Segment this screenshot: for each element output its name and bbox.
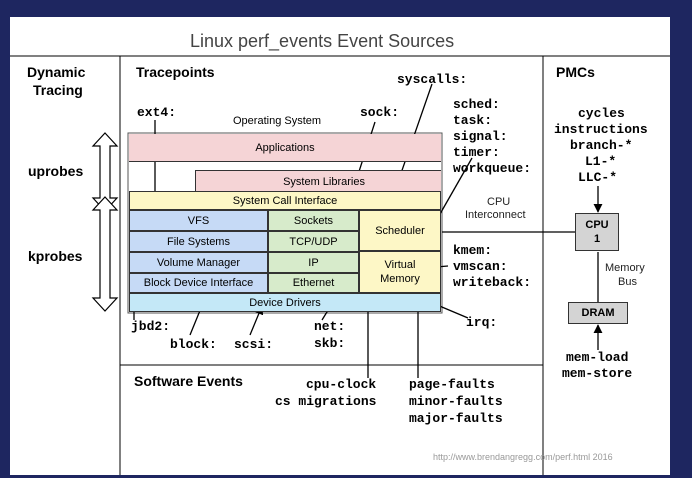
- pmc-instructions: instructions: [554, 122, 648, 137]
- tracepoint-signal: signal:: [453, 129, 508, 144]
- operating-system-label: Operating System: [233, 115, 322, 127]
- header-dynamic-tracing-line2: Tracing: [33, 82, 83, 98]
- pmc-mem-load: mem-load: [566, 350, 629, 365]
- layer-system-libraries: System Libraries: [195, 170, 441, 192]
- source-url: http://www.brendangregg.com/perf.html 20…: [433, 452, 613, 462]
- os-frame: [127, 132, 443, 314]
- layer-ethernet: Ethernet: [268, 273, 359, 293]
- tracepoint-syscalls: syscalls:: [397, 72, 468, 87]
- pmc-mem-store: mem-store: [562, 366, 633, 381]
- cpu-box-line2: 1: [593, 233, 601, 245]
- tracepoint-sched: sched:: [453, 97, 500, 112]
- layer-system-call-interface: System Call Interface: [129, 191, 441, 210]
- virtual-memory-line1: Virtual: [384, 259, 416, 271]
- tracepoint-scsi: scsi:: [234, 337, 274, 352]
- tracepoint-net: net:: [314, 319, 346, 334]
- virtual-memory-line2: Memory: [380, 273, 420, 285]
- layer-sockets: Sockets: [268, 210, 359, 231]
- diagram-title: Linux perf_events Event Sources: [190, 31, 455, 51]
- cpu-box-line1: CPU: [585, 219, 609, 231]
- software-event-cs-migrations: cs migrations: [275, 394, 377, 409]
- header-software-events: Software Events: [134, 373, 243, 389]
- layer-file-systems: File Systems: [129, 231, 268, 252]
- tracepoint-ext4: ext4:: [137, 105, 177, 120]
- layer-block-device-interface: Block Device Interface: [129, 273, 268, 293]
- uprobes-label: uprobes: [28, 163, 84, 179]
- cpu-interconnect-label-line1: CPU: [487, 196, 511, 208]
- software-event-major-faults: major-faults: [409, 411, 503, 426]
- kprobes-double-arrow: [91, 196, 119, 312]
- layer-ip: IP: [268, 252, 359, 273]
- software-event-minor-faults: minor-faults: [409, 394, 503, 409]
- pmc-branch: branch-*: [570, 138, 633, 153]
- pmc-cycles: cycles: [578, 106, 625, 121]
- tracepoint-workqueue: workqueue:: [453, 161, 532, 176]
- layer-virtual-memory: Virtual Memory: [359, 251, 441, 293]
- tracepoint-task: task:: [453, 113, 493, 128]
- kprobes-label: kprobes: [28, 248, 83, 264]
- memory-bus-label-line1: Memory: [605, 262, 645, 274]
- layer-device-drivers: Device Drivers: [129, 293, 441, 312]
- header-tracepoints: Tracepoints: [136, 64, 215, 80]
- memory-bus-label-line2: Bus: [618, 276, 637, 288]
- layer-tcp-udp: TCP/UDP: [268, 231, 359, 252]
- dram-box: DRAM: [568, 302, 628, 324]
- header-dynamic-tracing-line1: Dynamic: [27, 64, 86, 80]
- pmc-llc: LLC-*: [578, 170, 618, 185]
- tracepoint-writeback: writeback:: [453, 275, 532, 290]
- cpu-interconnect-label-line2: Interconnect: [465, 209, 526, 221]
- tracepoint-vmscan: vmscan:: [453, 259, 508, 274]
- pmc-l1: L1-*: [585, 154, 617, 169]
- header-pmcs: PMCs: [556, 64, 595, 80]
- tracepoint-sock: sock:: [360, 105, 400, 120]
- layer-volume-manager: Volume Manager: [129, 252, 268, 273]
- tracepoint-jbd2: jbd2:: [131, 319, 171, 334]
- layer-applications: Applications: [129, 134, 441, 162]
- tracepoint-kmem: kmem:: [453, 243, 493, 258]
- layer-vfs: VFS: [129, 210, 268, 231]
- layer-scheduler: Scheduler: [359, 210, 441, 251]
- cpu-box: CPU 1: [575, 213, 619, 251]
- tracepoint-skb: skb:: [314, 336, 346, 351]
- tracepoint-irq: irq:: [466, 315, 498, 330]
- tracepoint-timer: timer:: [453, 145, 500, 160]
- tracepoint-block: block:: [170, 337, 217, 352]
- software-event-cpu-clock: cpu-clock: [306, 377, 377, 392]
- software-event-page-faults: page-faults: [409, 377, 495, 392]
